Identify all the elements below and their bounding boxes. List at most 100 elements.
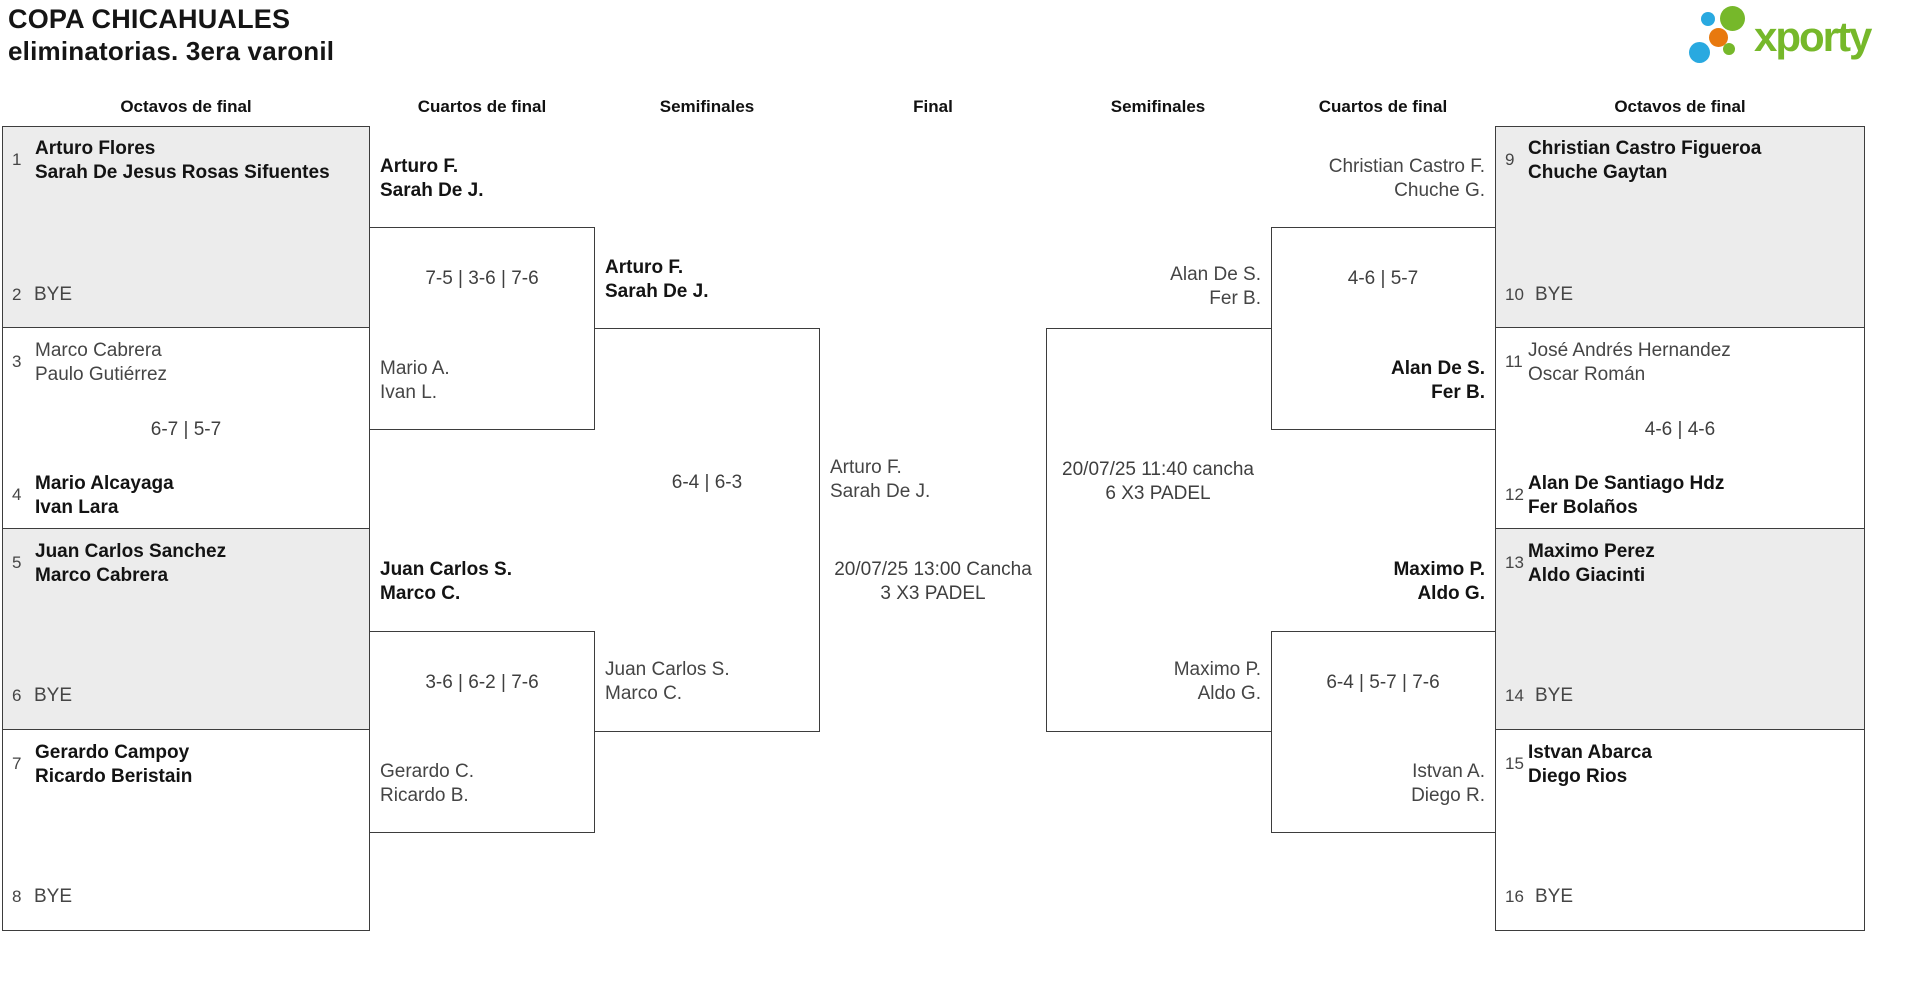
team-semifinal-left-a: Arturo F. Sarah De J. — [605, 256, 709, 304]
team-octavos-left-seed1: Arturo Flores Sarah De Jesus Rosas Sifue… — [35, 137, 330, 185]
seed-number: 7 — [12, 754, 22, 773]
round-header-semis-left: Semifinales — [659, 97, 755, 116]
player-name: Maximo P. — [1173, 659, 1261, 680]
team-cuartos-right-1b: Alan De S. Fer B. — [1185, 357, 1485, 405]
player-name: Arturo F. — [380, 156, 459, 177]
team-octavos-left-seed2-bye: BYE — [34, 284, 73, 305]
team-semifinal-left-b: Juan Carlos S. Marco C. — [605, 658, 730, 706]
team-octavos-left-seed3: Marco Cabrera Paulo Gutiérrez — [35, 339, 167, 387]
match-score: 4-6 | 4-6 — [1644, 419, 1716, 440]
player-name: Aldo G. — [1417, 583, 1485, 604]
team-octavos-right-seed13: Maximo Perez Aldo Giacinti — [1528, 540, 1655, 588]
round-header-final: Final — [913, 97, 953, 116]
player-name: Istvan Abarca — [1528, 742, 1652, 763]
player-name: Alan De Santiago Hdz — [1528, 473, 1725, 494]
player-name: Ricardo Beristain — [35, 766, 193, 787]
team-octavos-right-seed10-bye: BYE — [1535, 284, 1574, 305]
team-octavos-right-seed16-bye: BYE — [1535, 886, 1574, 907]
seed-number: 16 — [1505, 887, 1524, 906]
logo-dot-blue-small-icon — [1701, 12, 1715, 26]
schedule-venue: 6 X3 PADEL — [1105, 483, 1211, 504]
logo-dot-blue-big-icon — [1689, 42, 1710, 63]
logo-dot-orange-icon — [1709, 28, 1728, 47]
player-name: Ivan Lara — [35, 497, 119, 518]
player-name: Juan Carlos Sanchez — [35, 541, 227, 562]
schedule-venue: 3 X3 PADEL — [880, 583, 986, 604]
team-octavos-left-seed6-bye: BYE — [34, 685, 73, 706]
seed-number: 11 — [1505, 352, 1523, 371]
player-name: Alan De S. — [1391, 358, 1485, 379]
player-name: Mario A. — [380, 358, 450, 379]
player-name: Marco Cabrera — [35, 565, 169, 586]
semifinal-right-schedule: 20/07/25 11:40 cancha 6 X3 PADEL — [1008, 458, 1308, 506]
match-box-octavos-left-1 — [2, 126, 370, 328]
player-name: Arturo F. — [830, 457, 902, 478]
player-name: Gerardo Campoy — [35, 742, 190, 763]
player-name: Fer Bolaños — [1528, 497, 1638, 518]
round-header-octavos-right: Octavos de final — [1614, 97, 1746, 116]
match-score: 3-6 | 6-2 | 7-6 — [425, 672, 539, 693]
player-name: Aldo G. — [1197, 683, 1261, 704]
match-score: 7-5 | 3-6 | 7-6 — [425, 268, 539, 289]
page-title: COPA CHICAHUALES — [8, 4, 291, 34]
match-box-cuartos-right-2 — [1271, 631, 1496, 833]
team-octavos-right-seed9: Christian Castro Figueroa Chuche Gaytan — [1528, 137, 1761, 185]
player-name: Arturo F. — [605, 257, 684, 278]
team-cuartos-left-2a: Juan Carlos S. Marco C. — [380, 558, 512, 606]
match-box-cuartos-right-1 — [1271, 227, 1496, 430]
team-octavos-right-seed11: José Andrés Hernandez Oscar Román — [1528, 339, 1731, 387]
match-score: 6-4 | 6-3 — [671, 472, 743, 493]
player-name: Sarah De J. — [605, 281, 709, 302]
player-name: Sarah De Jesus Rosas Sifuentes — [35, 162, 330, 183]
seed-number: 14 — [1505, 686, 1524, 705]
team-octavos-right-seed14-bye: BYE — [1535, 685, 1574, 706]
seed-number: 5 — [12, 553, 22, 572]
seed-number: 1 — [12, 150, 22, 169]
final-match-schedule: 20/07/25 13:00 Cancha 3 X3 PADEL — [783, 558, 1083, 606]
player-name: Sarah De J. — [380, 180, 484, 201]
team-semifinal-right-b: Maximo P. Aldo G. — [961, 658, 1261, 706]
player-name: Christian Castro Figueroa — [1528, 138, 1762, 159]
round-header-cuartos-left: Cuartos de final — [417, 97, 547, 116]
player-name: Marco Cabrera — [35, 340, 162, 361]
player-name: Sarah De J. — [830, 481, 931, 502]
player-name: Marco C. — [380, 583, 461, 604]
match-box-semifinal-right — [1046, 328, 1271, 732]
player-name: Fer B. — [1431, 382, 1485, 403]
match-score: 6-7 | 5-7 — [150, 419, 222, 440]
team-octavos-left-seed7: Gerardo Campoy Ricardo Beristain — [35, 741, 192, 789]
player-name: Oscar Román — [1528, 364, 1646, 385]
player-name: Ivan L. — [380, 382, 438, 403]
player-name: Paulo Gutiérrez — [35, 364, 168, 385]
round-header-cuartos-right: Cuartos de final — [1318, 97, 1448, 116]
logo-dot-green-big-icon — [1720, 6, 1745, 31]
seed-number: 12 — [1505, 485, 1524, 504]
seed-number: 15 — [1505, 754, 1524, 773]
team-octavos-right-seed12: Alan De Santiago Hdz Fer Bolaños — [1528, 472, 1724, 520]
schedule-datetime-court: 20/07/25 13:00 Cancha — [834, 559, 1032, 580]
player-name: Maximo P. — [1393, 559, 1485, 580]
player-name: Istvan A. — [1412, 761, 1485, 782]
round-header-octavos-left: Octavos de final — [120, 97, 252, 116]
match-box-octavos-right-3 — [1495, 528, 1865, 730]
seed-number: 9 — [1505, 150, 1515, 169]
seed-number: 13 — [1505, 553, 1524, 572]
logo-wordmark: xporty — [1754, 13, 1872, 60]
team-cuartos-left-1b: Mario A. Ivan L. — [380, 357, 450, 405]
team-octavos-left-seed8-bye: BYE — [34, 886, 73, 907]
player-name: Juan Carlos S. — [605, 659, 730, 680]
round-header-semis-right: Semifinales — [1110, 97, 1206, 116]
match-box-semifinal-left — [595, 328, 820, 732]
seed-number: 2 — [12, 285, 22, 304]
player-name: Chuche G. — [1394, 180, 1485, 201]
team-cuartos-right-2a: Maximo P. Aldo G. — [1185, 558, 1485, 606]
schedule-datetime-court: 20/07/25 11:40 cancha — [1062, 459, 1254, 480]
page-subtitle: eliminatorias. 3era varonil — [8, 36, 335, 66]
match-box-cuartos-left-1 — [370, 227, 595, 430]
player-name: Mario Alcayaga — [35, 473, 174, 494]
seed-number: 8 — [12, 887, 22, 906]
seed-number: 6 — [12, 686, 22, 705]
match-score: 4-6 | 5-7 — [1347, 268, 1419, 289]
team-octavos-left-seed4: Mario Alcayaga Ivan Lara — [35, 472, 174, 520]
